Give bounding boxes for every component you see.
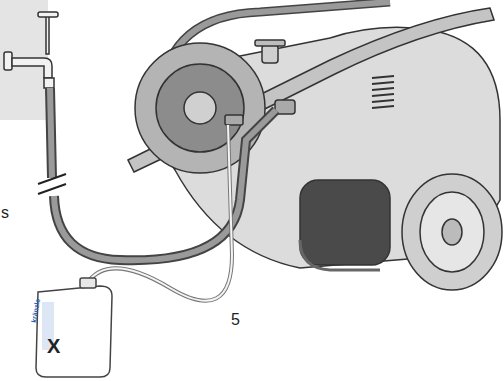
water-hose: [38, 88, 276, 260]
cut-text: s: [1, 205, 9, 221]
callout-number: 5: [231, 312, 240, 328]
water-tap: [4, 12, 58, 88]
detergent-canister: [36, 278, 112, 377]
canister-mark: X: [47, 336, 60, 356]
machine-body: [128, 8, 502, 290]
vent-grille: [372, 76, 394, 108]
detergent-tube: [88, 125, 232, 301]
